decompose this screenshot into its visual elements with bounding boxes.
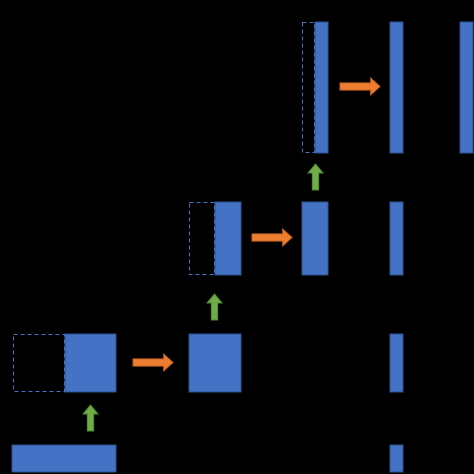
block-upper-center [301,201,329,276]
arrow-right-lower [132,352,174,373]
arrow-right-middle [251,227,293,248]
block-upper-left [214,201,242,276]
block-bottom-wide [11,444,117,473]
arrow-up-bottom [81,404,100,432]
block-mid-left [64,333,117,393]
dashed-outline-top-left [302,22,315,153]
arrow-up-top [306,163,325,191]
arrow-up-middle [205,293,224,321]
block-column-upper [389,201,404,276]
block-column-bottom [389,444,404,473]
block-mid-center [188,333,242,393]
diagram-layer [11,21,474,473]
block-column-lower [389,333,404,393]
dashed-outline-mid-left [13,334,65,392]
dashed-outline-upper-left [189,202,215,275]
block-top-left [314,21,329,154]
block-top-right [459,21,474,154]
arrow-right-top [339,76,381,97]
block-top-center [389,21,404,154]
